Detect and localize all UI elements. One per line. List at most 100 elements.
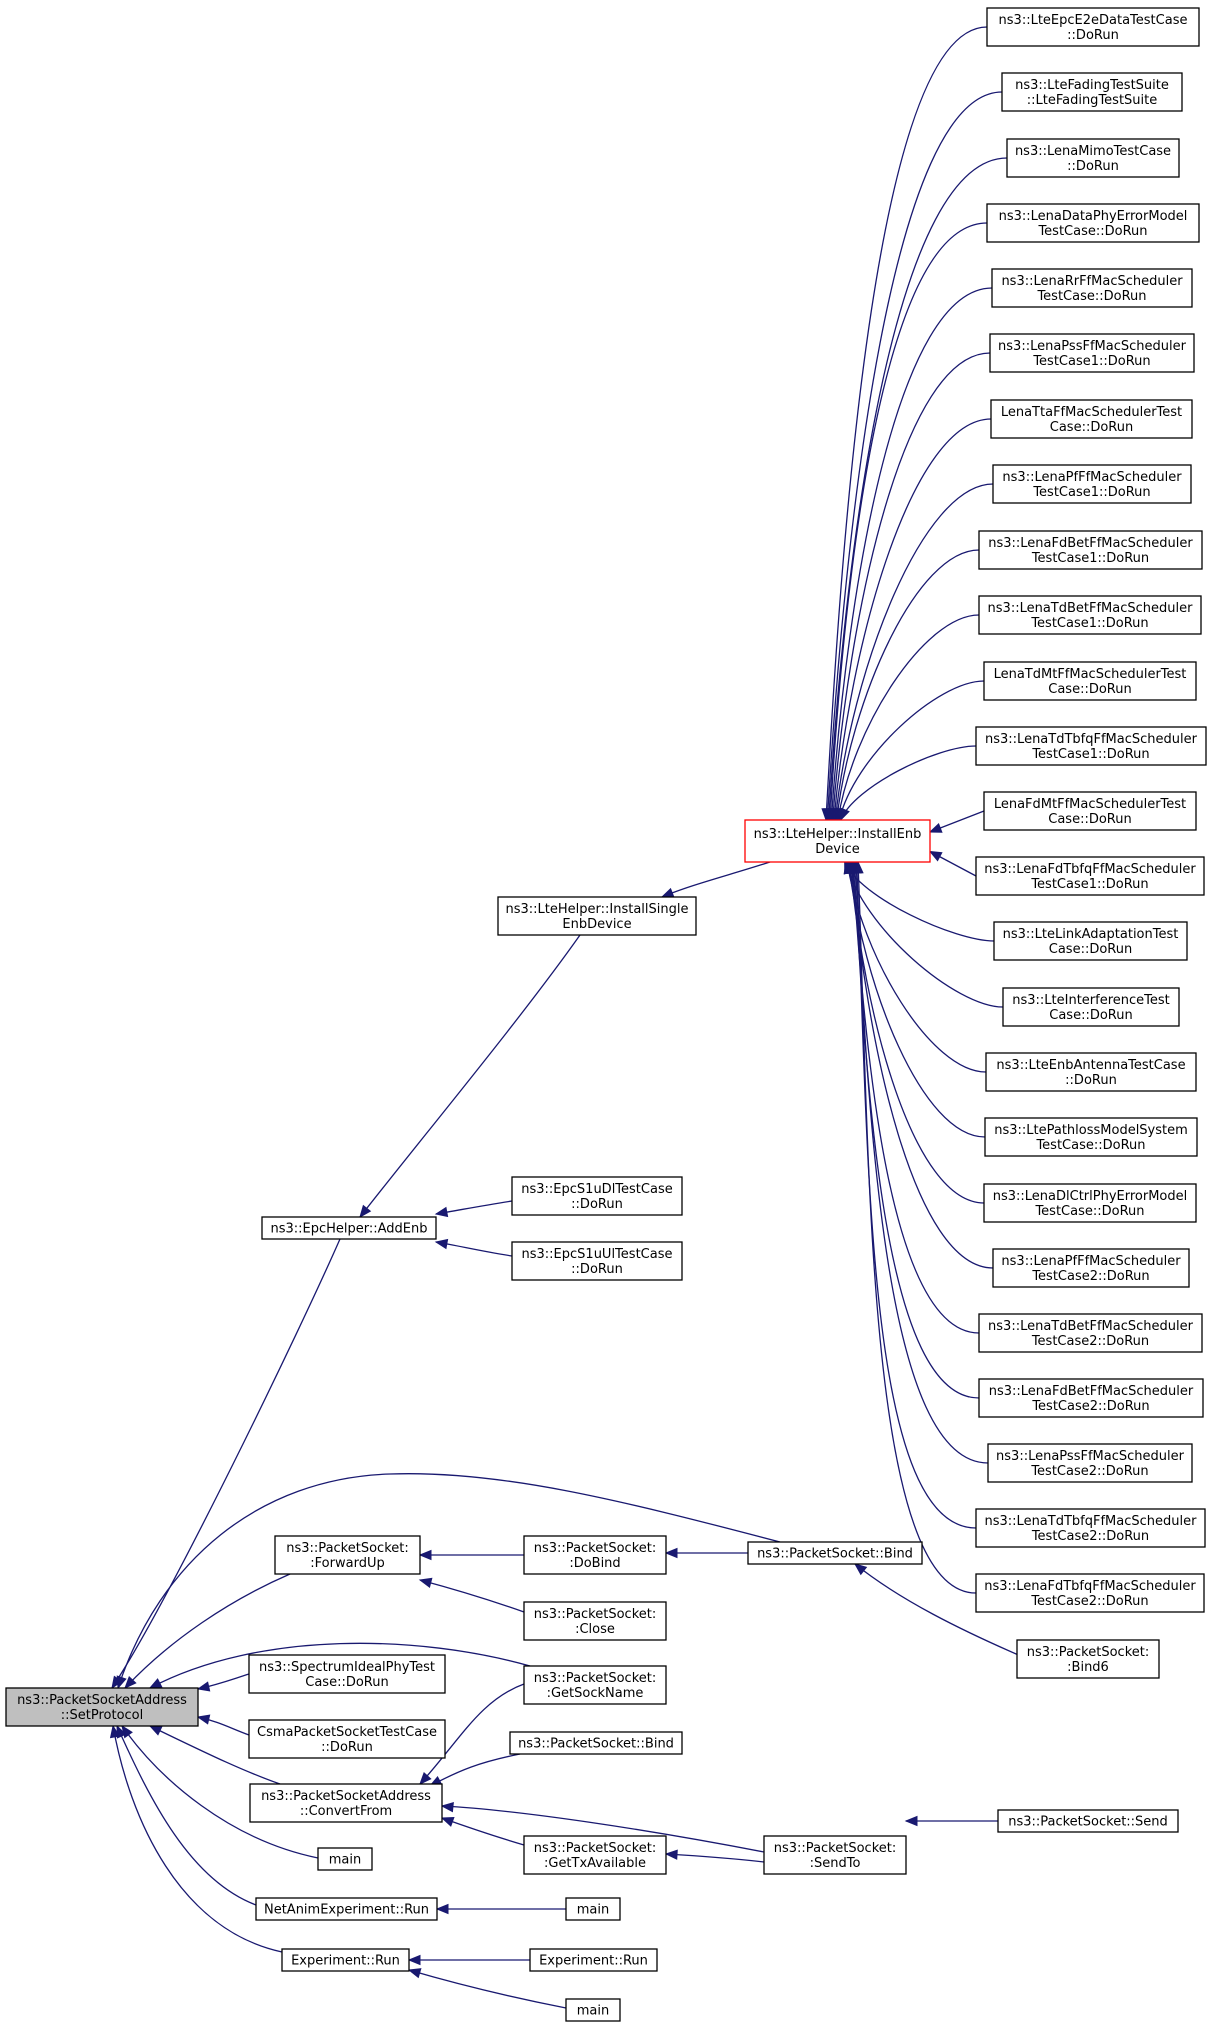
node-t-fdtbfq2[interactable]: ns3::LenaFdTbfqFfMacSchedulerTestCase2::… [975,1573,1205,1613]
node-box-netanim-run[interactable] [255,1897,438,1921]
node-box-t-pss1[interactable] [989,333,1195,373]
node-box-csma-ps-test[interactable] [248,1719,446,1759]
node-box-t-linkadapt[interactable] [993,921,1188,961]
node-box-ps-getsockname[interactable] [523,1665,667,1705]
node-box-main-3[interactable] [565,1998,621,2022]
node-epc-s1u-ul[interactable]: ns3::EpcS1uUlTestCase::DoRun [511,1241,683,1281]
node-box-experiment-run[interactable] [281,1948,410,1972]
node-box-main-1[interactable] [317,1847,373,1871]
node-t-dataphy[interactable]: ns3::LenaDataPhyErrorModelTestCase::DoRu… [986,203,1200,243]
node-t-fading[interactable]: ns3::LteFadingTestSuite::LteFadingTestSu… [1001,72,1183,112]
node-ps-send[interactable]: ns3::PacketSocket::Send [997,1809,1179,1833]
node-box-t-tdtbfq2[interactable] [975,1508,1206,1548]
node-t-fdbet1[interactable]: ns3::LenaFdBetFfMacSchedulerTestCase1::D… [978,530,1203,570]
node-box-ps-sendto[interactable] [763,1835,907,1875]
node-t-mimo[interactable]: ns3::LenaMimoTestCase::DoRun [1006,138,1180,178]
node-t-pf2[interactable]: ns3::LenaPfFfMacSchedulerTestCase2::DoRu… [992,1248,1190,1288]
node-t-fdbet2[interactable]: ns3::LenaFdBetFfMacSchedulerTestCase2::D… [978,1378,1204,1418]
node-box-t-dlctrl[interactable] [983,1183,1197,1223]
node-t-tdbet2[interactable]: ns3::LenaTdBetFfMacSchedulerTestCase2::D… [978,1313,1203,1353]
node-main-1[interactable]: main [317,1847,373,1871]
node-box-ps-close[interactable] [523,1601,667,1641]
node-t-fdtbfq1[interactable]: ns3::LenaFdTbfqFfMacSchedulerTestCase1::… [975,856,1205,896]
node-ps-bind-b[interactable]: ns3::PacketSocket::Bind [509,1731,683,1755]
node-box-install-single-enb[interactable] [497,896,697,936]
node-box-t-tdmt[interactable] [983,661,1197,701]
node-ps-sendto[interactable]: ns3::PacketSocket::SendTo [763,1835,907,1875]
node-ps-gettxavail[interactable]: ns3::PacketSocket::GetTxAvailable [523,1835,667,1875]
node-box-t-pss2[interactable] [987,1443,1193,1483]
node-box-experiment-run-2[interactable] [529,1948,658,1972]
node-box-t-fdtbfq2[interactable] [975,1573,1205,1613]
node-t-pf1[interactable]: ns3::LenaPfFfMacSchedulerTestCase1::DoRu… [992,464,1192,504]
node-box-psa-convertfrom[interactable] [249,1783,443,1823]
node-csma-ps-test[interactable]: CsmaPacketSocketTestCase::DoRun [248,1719,446,1759]
node-set-protocol[interactable]: ns3::PacketSocketAddress::SetProtocol [5,1687,199,1727]
node-box-t-e2e[interactable] [986,7,1200,47]
node-box-t-pathloss[interactable] [984,1117,1198,1157]
node-box-ps-bind[interactable] [747,1541,923,1565]
node-experiment-run[interactable]: Experiment::Run [281,1948,410,1972]
node-t-antenna[interactable]: ns3::LteEnbAntennaTestCase::DoRun [985,1052,1197,1092]
node-box-t-fdbet2[interactable] [978,1378,1204,1418]
node-box-t-fdtbfq1[interactable] [975,856,1205,896]
node-box-install-enb[interactable] [744,819,931,863]
node-netanim-run[interactable]: NetAnimExperiment::Run [255,1897,438,1921]
node-ps-forwardup[interactable]: ns3::PacketSocket::ForwardUp [274,1535,421,1575]
node-t-pss2[interactable]: ns3::LenaPssFfMacSchedulerTestCase2::DoR… [987,1443,1193,1483]
node-box-ps-gettxavail[interactable] [523,1835,667,1875]
node-ps-bind[interactable]: ns3::PacketSocket::Bind [747,1541,923,1565]
node-t-tdtbfq2[interactable]: ns3::LenaTdTbfqFfMacSchedulerTestCase2::… [975,1508,1206,1548]
node-box-t-interf[interactable] [1002,987,1180,1027]
node-box-t-pf2[interactable] [992,1248,1190,1288]
node-box-t-fdmt[interactable] [983,791,1197,831]
node-box-main-2[interactable] [565,1897,621,1921]
node-box-ps-bind6[interactable] [1016,1639,1160,1679]
node-box-t-tdbet1[interactable] [978,595,1202,635]
node-ps-bind6[interactable]: ns3::PacketSocket::Bind6 [1016,1639,1160,1679]
node-main-2[interactable]: main [565,1897,621,1921]
node-box-epc-s1u-ul[interactable] [511,1241,683,1281]
node-box-t-antenna[interactable] [985,1052,1197,1092]
node-box-t-dataphy[interactable] [986,203,1200,243]
node-box-t-fading[interactable] [1001,72,1183,112]
node-box-t-mimo[interactable] [1006,138,1180,178]
node-box-t-tta[interactable] [990,399,1193,439]
node-t-tdbet1[interactable]: ns3::LenaTdBetFfMacSchedulerTestCase1::D… [978,595,1202,635]
node-box-ps-bind-b[interactable] [509,1731,683,1755]
node-t-pathloss[interactable]: ns3::LtePathlossModelSystemTestCase::DoR… [984,1117,1198,1157]
node-epc-add-enb[interactable]: ns3::EpcHelper::AddEnb [261,1216,437,1240]
node-t-e2e[interactable]: ns3::LteEpcE2eDataTestCase::DoRun [986,7,1200,47]
node-box-set-protocol[interactable] [5,1687,199,1727]
node-box-t-fdbet1[interactable] [978,530,1203,570]
node-box-ps-forwardup[interactable] [274,1535,421,1575]
node-box-t-tdbet2[interactable] [978,1313,1203,1353]
node-t-dlctrl[interactable]: ns3::LenaDlCtrlPhyErrorModelTestCase::Do… [983,1183,1197,1223]
node-t-tdtbfq1[interactable]: ns3::LenaTdTbfqFfMacSchedulerTestCase1::… [975,726,1207,766]
node-experiment-run-2[interactable]: Experiment::Run [529,1948,658,1972]
node-box-t-pf1[interactable] [992,464,1192,504]
node-box-spectrum-ideal[interactable] [248,1654,446,1694]
node-box-epc-add-enb[interactable] [261,1216,437,1240]
node-ps-close[interactable]: ns3::PacketSocket::Close [523,1601,667,1641]
node-box-ps-dobind[interactable] [523,1535,667,1575]
node-box-t-rr[interactable] [991,268,1193,308]
node-t-pss1[interactable]: ns3::LenaPssFfMacSchedulerTestCase1::DoR… [989,333,1195,373]
node-box-epc-s1u-dl[interactable] [511,1176,683,1216]
node-ps-dobind[interactable]: ns3::PacketSocket::DoBind [523,1535,667,1575]
node-psa-convertfrom[interactable]: ns3::PacketSocketAddress::ConvertFrom [249,1783,443,1823]
node-epc-s1u-dl[interactable]: ns3::EpcS1uDlTestCase::DoRun [511,1176,683,1216]
node-box-t-tdtbfq1[interactable] [975,726,1207,766]
node-ps-getsockname[interactable]: ns3::PacketSocket::GetSockName [523,1665,667,1705]
node-main-3[interactable]: main [565,1998,621,2022]
node-box-ps-send[interactable] [997,1809,1179,1833]
